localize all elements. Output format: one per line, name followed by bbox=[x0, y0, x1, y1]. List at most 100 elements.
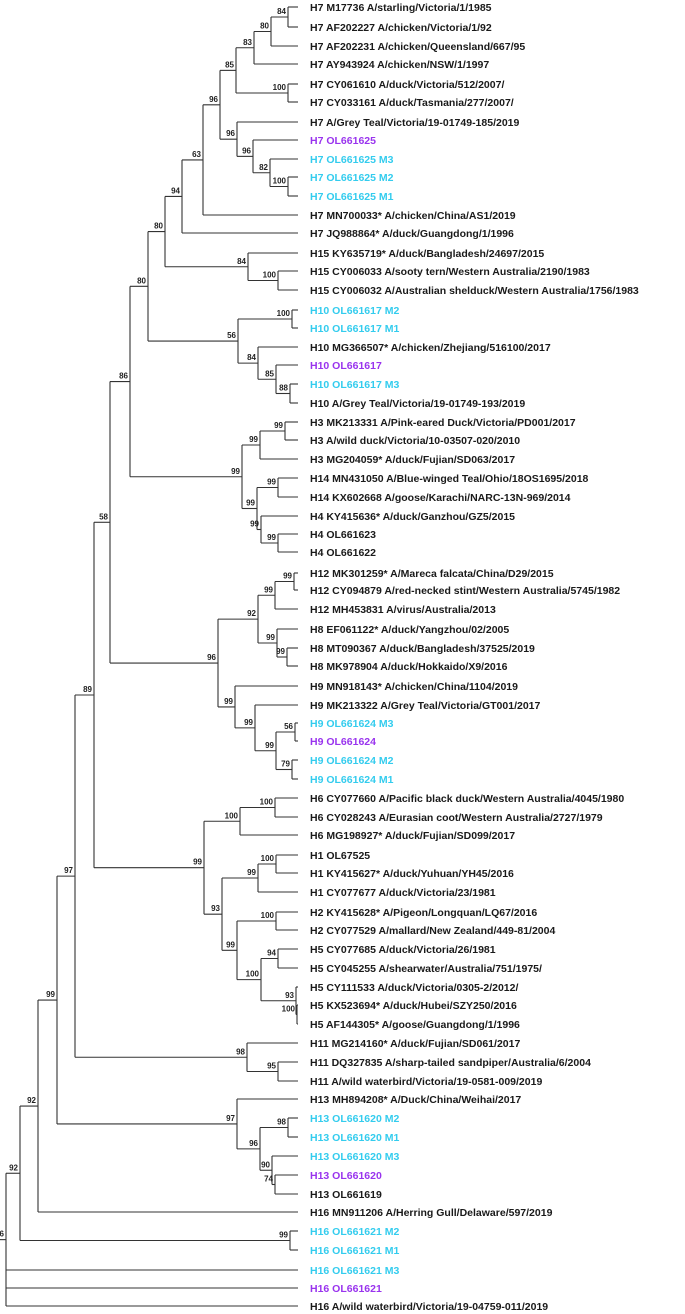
leaf-label: H9 OL661624 M3 bbox=[310, 718, 394, 730]
leaf-label: H3 MK213331 A/Pink-eared Duck/Victoria/P… bbox=[310, 417, 576, 429]
leaf-label: H7 AF202231 A/chicken/Queensland/667/95 bbox=[310, 41, 525, 53]
leaf-label: H13 OL661619 bbox=[310, 1189, 382, 1201]
leaf-label: H4 OL661622 bbox=[310, 547, 376, 559]
leaf-label: H12 MH453831 A/virus/Australia/2013 bbox=[310, 604, 496, 616]
bootstrap-label: 80 bbox=[260, 22, 269, 31]
bootstrap-label: 92 bbox=[9, 1163, 18, 1172]
bootstrap-label: 96 bbox=[207, 653, 216, 662]
leaf-label: H10 OL661617 M2 bbox=[310, 305, 399, 317]
leaf-label: H10 OL661617 bbox=[310, 360, 382, 372]
bootstrap-label: 96 bbox=[209, 95, 218, 104]
leaf-label: H6 MG198927* A/duck/Fujian/SD099/2017 bbox=[310, 830, 515, 842]
leaf-label: H16 OL661621 M2 bbox=[310, 1226, 399, 1238]
bootstrap-label: 99 bbox=[265, 741, 274, 750]
bootstrap-label: 56 bbox=[284, 722, 293, 731]
leaf-label: H6 CY077660 A/Pacific black duck/Western… bbox=[310, 793, 624, 805]
leaf-label: H5 CY077685 A/duck/Victoria/26/1981 bbox=[310, 944, 496, 956]
leaf-label: H5 CY045255 A/shearwater/Australia/751/1… bbox=[310, 963, 542, 975]
leaf-label: H9 MN918143* A/chicken/China/1104/2019 bbox=[310, 681, 518, 693]
bootstrap-label: 100 bbox=[273, 83, 287, 92]
bootstrap-labels: 8480831008510082969696639410084801008885… bbox=[0, 7, 296, 1240]
bootstrap-label: 99 bbox=[250, 520, 259, 529]
leaf-label: H9 MK213322 A/Grey Teal/Victoria/GT001/2… bbox=[310, 700, 541, 712]
leaf-label: H10 OL661617 M3 bbox=[310, 379, 399, 391]
bootstrap-label: 85 bbox=[225, 60, 234, 69]
bootstrap-label: 84 bbox=[237, 257, 246, 266]
bootstrap-label: 86 bbox=[0, 1230, 5, 1239]
leaf-label: H1 CY077677 A/duck/Victoria/23/1981 bbox=[310, 887, 496, 899]
bootstrap-label: 93 bbox=[211, 904, 220, 913]
leaf-label: H1 OL67525 bbox=[310, 850, 370, 862]
leaf-label: H13 OL661620 M2 bbox=[310, 1113, 399, 1125]
bootstrap-label: 99 bbox=[226, 940, 235, 949]
bootstrap-label: 99 bbox=[276, 647, 285, 656]
leaf-label: H13 OL661620 bbox=[310, 1170, 382, 1182]
leaf-label: H7 MN700033* A/chicken/China/AS1/2019 bbox=[310, 210, 516, 222]
leaf-label: H2 KY415628* A/Pigeon/Longquan/LQ67/2016 bbox=[310, 907, 537, 919]
bootstrap-label: 58 bbox=[99, 512, 108, 521]
leaf-label: H7 JQ988864* A/duck/Guangdong/1/1996 bbox=[310, 228, 514, 240]
bootstrap-label: 96 bbox=[242, 146, 251, 155]
bootstrap-label: 99 bbox=[274, 421, 283, 430]
bootstrap-label: 56 bbox=[227, 331, 236, 340]
bootstrap-label: 99 bbox=[224, 697, 233, 706]
bootstrap-label: 83 bbox=[243, 38, 252, 47]
leaf-label: H7 OL661625 M3 bbox=[310, 154, 394, 166]
bootstrap-label: 97 bbox=[226, 1114, 235, 1123]
bootstrap-label: 99 bbox=[249, 435, 258, 444]
bootstrap-label: 99 bbox=[279, 1231, 288, 1240]
leaf-label: H7 CY061610 A/duck/Victoria/512/2007/ bbox=[310, 79, 504, 91]
leaf-label: H16 OL661621 bbox=[310, 1283, 382, 1295]
leaf-label: H2 CY077529 A/mallard/New Zealand/449-81… bbox=[310, 925, 555, 937]
leaf-label: H15 CY006033 A/sooty tern/Western Austra… bbox=[310, 266, 590, 278]
bootstrap-label: 86 bbox=[119, 372, 128, 381]
leaf-label: H7 OL661625 M1 bbox=[310, 191, 394, 203]
bootstrap-label: 88 bbox=[279, 384, 288, 393]
leaf-label: H12 CY094879 A/red-necked stint/Western … bbox=[310, 585, 620, 597]
leaf-label: H7 CY033161 A/duck/Tasmania/277/2007/ bbox=[310, 97, 514, 109]
leaf-label: H13 OL661620 M3 bbox=[310, 1151, 399, 1163]
bootstrap-label: 99 bbox=[264, 585, 273, 594]
bootstrap-label: 92 bbox=[247, 609, 256, 618]
leaf-label: H5 AF144305* A/goose/Guangdong/1/1996 bbox=[310, 1019, 520, 1031]
leaf-label: H10 OL661617 M1 bbox=[310, 323, 399, 335]
leaf-label: H8 EF061122* A/duck/Yangzhou/02/2005 bbox=[310, 624, 509, 636]
leaf-label: H8 MT090367 A/duck/Bangladesh/37525/2019 bbox=[310, 643, 535, 655]
bootstrap-label: 84 bbox=[277, 7, 286, 16]
bootstrap-label: 99 bbox=[46, 990, 55, 999]
bootstrap-label: 80 bbox=[154, 222, 163, 231]
leaf-label: H12 MK301259* A/Mareca falcata/China/D29… bbox=[310, 568, 554, 580]
bootstrap-label: 96 bbox=[249, 1139, 258, 1148]
bootstrap-label: 92 bbox=[27, 1096, 36, 1105]
bootstrap-label: 95 bbox=[267, 1062, 276, 1071]
bootstrap-label: 100 bbox=[261, 911, 275, 920]
leaf-label: H9 OL661624 bbox=[310, 736, 376, 748]
bootstrap-label: 94 bbox=[171, 186, 180, 195]
bootstrap-label: 100 bbox=[263, 271, 277, 280]
bootstrap-label: 96 bbox=[226, 129, 235, 138]
leaf-label: H7 A/Grey Teal/Victoria/19-01749-185/201… bbox=[310, 117, 520, 129]
bootstrap-label: 100 bbox=[225, 811, 239, 820]
bootstrap-label: 99 bbox=[246, 499, 255, 508]
leaf-label: H7 AY943924 A/chicken/NSW/1/1997 bbox=[310, 59, 489, 71]
leaf-label: H6 CY028243 A/Eurasian coot/Western Aust… bbox=[310, 812, 603, 824]
tree-branches bbox=[0, 6, 298, 1307]
leaf-label: H3 A/wild duck/Victoria/10-03507-020/201… bbox=[310, 435, 520, 447]
bootstrap-label: 100 bbox=[277, 309, 291, 318]
leaf-label: H7 AF202227 A/chicken/Victoria/1/92 bbox=[310, 22, 492, 34]
bootstrap-label: 89 bbox=[83, 685, 92, 694]
leaf-label: H9 OL661624 M1 bbox=[310, 774, 394, 786]
bootstrap-label: 100 bbox=[282, 1005, 296, 1014]
bootstrap-label: 97 bbox=[64, 866, 73, 875]
leaf-label: H16 OL661621 M1 bbox=[310, 1245, 399, 1257]
leaf-label: H7 OL661625 bbox=[310, 135, 376, 147]
bootstrap-label: 99 bbox=[231, 467, 240, 476]
leaf-label: H5 KX523694* A/duck/Hubei/SZY250/2016 bbox=[310, 1000, 517, 1012]
bootstrap-label: 100 bbox=[273, 177, 287, 186]
bootstrap-label: 94 bbox=[267, 949, 276, 958]
bootstrap-label: 99 bbox=[247, 868, 256, 877]
leaf-label: H10 A/Grey Teal/Victoria/19-01749-193/20… bbox=[310, 398, 525, 410]
leaf-label: H5 CY111533 A/duck/Victoria/0305-2/2012/ bbox=[310, 982, 518, 994]
bootstrap-label: 99 bbox=[267, 533, 276, 542]
